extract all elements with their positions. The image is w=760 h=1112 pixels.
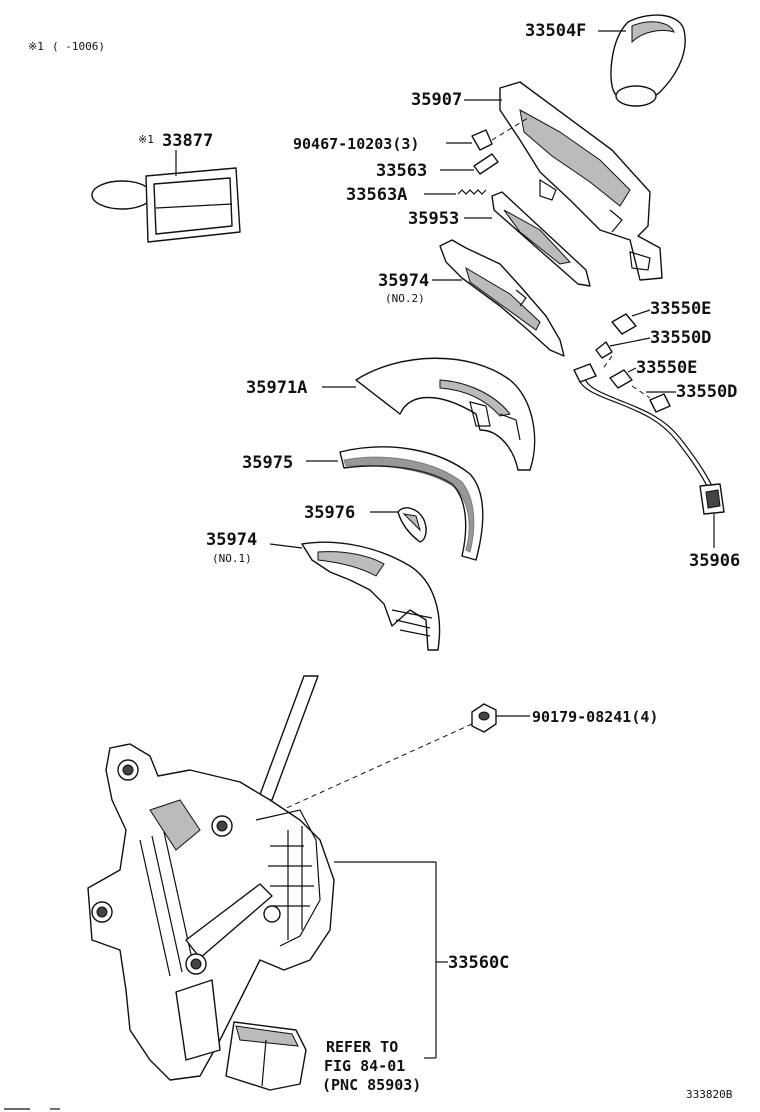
refer-line-1: REFER TO <box>326 1038 398 1056</box>
label-35907: 35907 <box>411 90 462 110</box>
plate-35976-part <box>397 507 427 543</box>
note-range: ( -1006) <box>52 40 105 53</box>
clip-part <box>471 129 493 151</box>
label-33550E-1: 33550E <box>650 299 711 319</box>
label-33563: 33563 <box>376 161 427 181</box>
label-35974-no1-sub: (NO.1) <box>212 552 252 565</box>
slide-no1-part <box>301 541 441 651</box>
slide-no2-part <box>439 239 565 357</box>
label-33550D-1: 33550D <box>650 328 711 348</box>
label-35971A: 35971A <box>246 378 307 398</box>
label-33550D-2: 33550D <box>676 382 737 402</box>
bulb-33550D-2-part <box>649 393 671 413</box>
label-33504F: 33504F <box>525 21 586 41</box>
bulb-33550D-1-part <box>595 341 613 359</box>
figure-id: 333820B <box>686 1088 733 1101</box>
note-symbol: ※1 <box>28 40 44 53</box>
label-33560C: 33560C <box>448 953 509 973</box>
label-33877: 33877 <box>162 131 213 151</box>
label-35975: 35975 <box>242 453 293 473</box>
spring-part <box>457 189 487 195</box>
switch-module-part <box>225 1021 307 1091</box>
cover-35971A-part <box>355 357 536 471</box>
label-35974-no2-sub: (NO.2) <box>385 292 425 305</box>
housing-cover-part <box>499 81 663 281</box>
plate-33877-part <box>91 167 241 243</box>
pin-part <box>473 153 499 175</box>
label-35974-no1: 35974 <box>206 530 257 550</box>
label-35906: 35906 <box>689 551 740 571</box>
label-33563A: 33563A <box>346 185 407 205</box>
label-33550E-2: 33550E <box>636 358 697 378</box>
shift-knob-part <box>610 14 686 107</box>
shift-lever-assembly-part <box>87 675 335 1081</box>
plate-part <box>491 191 591 287</box>
label-90467: 90467-10203(3) <box>293 135 419 153</box>
label-35953: 35953 <box>408 209 459 229</box>
nut-part <box>471 703 497 733</box>
refer-line-3: (PNC 85903) <box>322 1076 421 1094</box>
indicator-strip-part <box>339 446 484 561</box>
socket-33550E-1-part <box>611 313 637 335</box>
label-33877-mark: ※1 <box>138 133 154 146</box>
label-90179: 90179-08241(4) <box>532 708 658 726</box>
refer-line-2: FIG 84-01 <box>324 1057 405 1075</box>
label-35976: 35976 <box>304 503 355 523</box>
label-35974-no2: 35974 <box>378 271 429 291</box>
socket-33550E-2-part <box>609 369 633 389</box>
wire-harness-part <box>573 363 725 515</box>
